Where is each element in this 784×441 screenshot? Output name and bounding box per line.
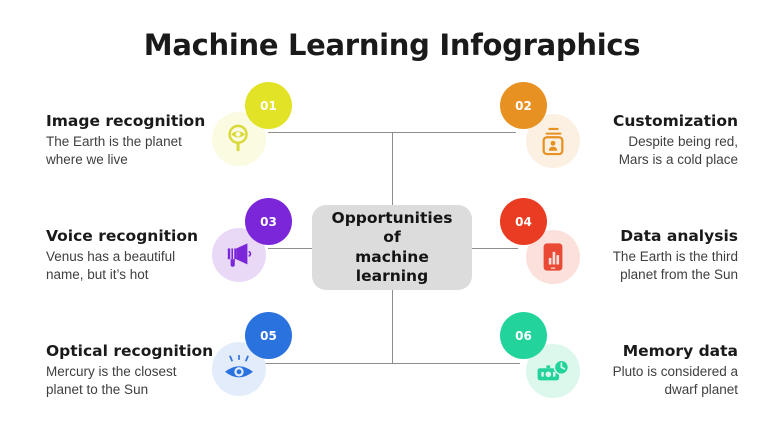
item-description-line2-01: where we live (46, 151, 128, 167)
center-node-label-line1: Opportunities of (331, 208, 453, 247)
node-number-03: 03 (245, 198, 292, 245)
connector-line-row3-right (392, 363, 520, 364)
item-description-line2-05: planet to the Sun (46, 381, 149, 397)
node-04[interactable]: 04 (492, 198, 582, 290)
node-number-01: 01 (245, 82, 292, 129)
node-number-label-05: 05 (260, 328, 277, 343)
item-description-02: Despite being red, Mars is a cold place (518, 133, 738, 169)
item-description-line1-03: Venus has a beautiful (46, 248, 176, 264)
item-title-06: Memory data (622, 342, 738, 360)
node-number-label-04: 04 (515, 214, 532, 229)
magnifier-eye-icon (228, 124, 248, 152)
node-number-label-01: 01 (260, 98, 277, 113)
connector-line-row2-left (268, 248, 314, 249)
item-text-01: Image recognition The Earth is the plane… (46, 112, 266, 169)
item-description-03: Venus has a beautiful name, but it’s hot (46, 248, 266, 284)
node-number-02: 02 (500, 82, 547, 129)
center-node: Opportunities of machine learning (312, 205, 472, 290)
item-description-line1-06: Pluto is considered a (612, 363, 738, 379)
node-number-04: 04 (500, 198, 547, 245)
node-01[interactable]: 01 (212, 82, 302, 174)
eye-icon (225, 355, 253, 378)
node-number-06: 06 (500, 312, 547, 359)
connector-line-row1-right (392, 132, 516, 133)
node-number-label-03: 03 (260, 214, 277, 229)
item-description-01: The Earth is the planet where we live (46, 133, 266, 169)
connector-line-row3-vertical (392, 290, 393, 364)
item-description-line1-04: The Earth is the third (612, 248, 738, 264)
item-text-06: Memory data Pluto is considered a dwarf … (518, 342, 738, 399)
node-03[interactable]: 03 (212, 198, 302, 290)
item-text-02: Customization Despite being red, Mars is… (518, 112, 738, 169)
item-description-line1-01: The Earth is the planet (46, 133, 182, 149)
item-text-04: Data analysis The Earth is the third pla… (518, 227, 738, 284)
item-description-line1-02: Despite being red, (628, 133, 738, 149)
node-02[interactable]: 02 (492, 82, 582, 174)
item-description-line1-05: Mercury is the closest (46, 363, 177, 379)
item-description-05: Mercury is the closest planet to the Sun (46, 363, 266, 399)
node-number-05: 05 (245, 312, 292, 359)
item-title-01: Image recognition (46, 112, 206, 130)
item-text-05: Optical recognition Mercury is the close… (46, 342, 266, 399)
connector-line-row2-right (470, 248, 518, 249)
item-description-line2-03: name, but it’s hot (46, 266, 149, 282)
page-title: Machine Learning Infographics (143, 28, 641, 62)
item-title-04: Data analysis (620, 227, 738, 245)
node-06[interactable]: 06 (492, 312, 582, 404)
connector-line-row3-left (264, 363, 392, 364)
item-description-line2-02: Mars is a cold place (618, 151, 738, 167)
item-description-line2-06: dwarf planet (664, 381, 738, 397)
item-title-05: Optical recognition (46, 342, 214, 360)
connector-line-row1-vertical (392, 132, 393, 206)
megaphone-icon (227, 243, 252, 267)
node-05[interactable]: 05 (212, 312, 302, 404)
item-title-03: Voice recognition (46, 227, 199, 245)
server-clock-icon (537, 359, 570, 381)
mobile-bar-chart-icon (543, 243, 563, 271)
center-node-label-line2: machine learning (355, 247, 429, 285)
item-description-line2-04: planet from the Sun (620, 266, 738, 282)
item-description-04: The Earth is the third planet from the S… (518, 248, 738, 284)
center-node-label: Opportunities of machine learning (312, 209, 472, 287)
item-description-06: Pluto is considered a dwarf planet (518, 363, 738, 399)
connector-line-row1-left (268, 132, 392, 133)
node-number-label-02: 02 (515, 98, 532, 113)
item-title-02: Customization (612, 112, 738, 130)
node-number-label-06: 06 (515, 328, 532, 343)
item-text-03: Voice recognition Venus has a beautiful … (46, 227, 266, 284)
id-badge-icon (542, 127, 564, 156)
